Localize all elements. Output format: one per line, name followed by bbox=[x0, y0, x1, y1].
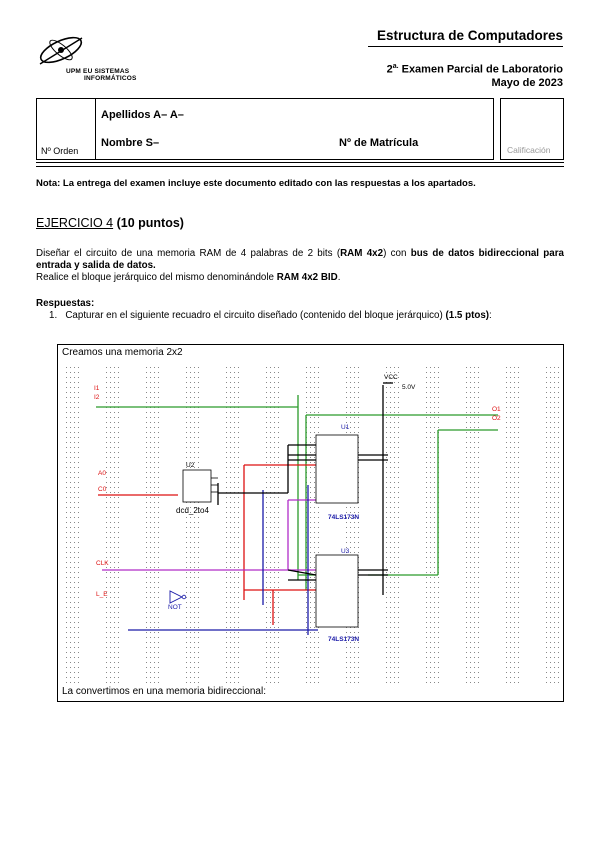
circuit-wires bbox=[96, 382, 498, 635]
label-a0: A0 bbox=[98, 470, 106, 477]
label-clk: CLK bbox=[96, 560, 109, 567]
respuesta-item-1: 1. Capturar en el siguiente recuadro el … bbox=[49, 310, 492, 321]
label-5v: 5.0V bbox=[402, 384, 416, 391]
label-u3: U3 bbox=[341, 548, 350, 555]
exam-ordinal-sup: a. bbox=[392, 63, 399, 70]
label-c0: C0 bbox=[98, 486, 107, 493]
logo-text: UPM EU SISTEMAS INFORMÁTICOS bbox=[66, 68, 137, 82]
exercise-points: (10 puntos) bbox=[113, 216, 184, 230]
exam-title: 2a. Examen Parcial de Laboratorio bbox=[387, 60, 563, 77]
respuestas-label: Respuestas: bbox=[36, 298, 95, 309]
capture-footer: La convertimos en una memoria bidireccio… bbox=[62, 686, 266, 697]
exercise-statement: Diseñar el circuito de una memoria RAM d… bbox=[36, 248, 564, 284]
capture-box[interactable]: I1 I2 A0 C0 CLK L_E VCC 5.0V O1 O2 U2 dc… bbox=[57, 344, 564, 702]
calificacion-label: Calificación bbox=[507, 145, 551, 155]
exam-ordinal: 2 bbox=[386, 63, 393, 76]
not-gate[interactable] bbox=[169, 590, 187, 604]
statement-text-3: Realice el bloque jerárquico del mismo d… bbox=[36, 272, 277, 283]
item1-number: 1. bbox=[49, 310, 58, 321]
label-o1: O1 bbox=[492, 406, 501, 413]
student-info-box: Apellidos A– A– Nombre S– Nº de Matrícul… bbox=[95, 98, 494, 160]
university-logo bbox=[39, 36, 83, 65]
statement-bold-1: RAM 4x2 bbox=[340, 248, 384, 259]
exercise-title: EJERCICIO 4 bbox=[36, 216, 114, 230]
label-chip1: 74LS173N bbox=[328, 514, 359, 521]
label-o2: O2 bbox=[492, 415, 501, 422]
label-u1: U1 bbox=[341, 424, 350, 431]
label-vcc: VCC bbox=[384, 374, 398, 381]
exercise-heading: EJERCICIO 4 (10 puntos) bbox=[36, 216, 184, 230]
statement-bold-3: RAM 4x2 BID bbox=[276, 272, 338, 283]
label-not: NOT bbox=[168, 604, 182, 611]
orden-box[interactable]: Nº Orden bbox=[36, 98, 96, 160]
exam-date: Mayo de 2023 bbox=[491, 76, 563, 89]
double-rule bbox=[36, 162, 564, 167]
statement-text-4: . bbox=[337, 272, 341, 283]
nota: Nota: La entrega del examen incluye este… bbox=[36, 178, 476, 189]
logo-text-line1: UPM EU SISTEMAS bbox=[66, 68, 130, 75]
apellidos-label[interactable]: Apellidos A– A– bbox=[101, 109, 184, 121]
course-title: Estructura de Computadores bbox=[376, 28, 563, 43]
label-dec: dcd_2to4 bbox=[176, 506, 209, 515]
orden-label: Nº Orden bbox=[41, 146, 79, 156]
calificacion-box[interactable]: Calificación bbox=[500, 98, 564, 160]
label-u2: U2 bbox=[186, 462, 195, 469]
statement-text-2: ) con bbox=[383, 248, 411, 259]
register-u1[interactable] bbox=[315, 434, 359, 504]
capture-title: Creamos una memoria 2x2 bbox=[62, 347, 183, 358]
label-i2: I2 bbox=[94, 394, 100, 401]
exam-info: 2a. Examen Parcial de Laboratorio Mayo d… bbox=[387, 60, 563, 90]
logo-text-line2: INFORMÁTICOS bbox=[84, 75, 137, 82]
header-divider bbox=[368, 46, 563, 47]
nombre-label[interactable]: Nombre S– bbox=[101, 137, 160, 149]
statement-text-1: Diseñar el circuito de una memoria RAM d… bbox=[36, 248, 341, 259]
exam-title-text: Examen Parcial de Laboratorio bbox=[398, 63, 563, 76]
register-u3[interactable] bbox=[315, 554, 359, 628]
label-i1: I1 bbox=[94, 385, 100, 392]
item1-text: Capturar en el siguiente recuadro el cir… bbox=[65, 310, 446, 321]
statement-bold-2: bus de datos bidireccional para entrada … bbox=[36, 248, 564, 271]
label-le: L_E bbox=[96, 591, 108, 598]
item1-points: (1.5 ptos) bbox=[445, 310, 490, 321]
item1-colon: : bbox=[489, 310, 492, 321]
matricula-label[interactable]: Nº de Matrícula bbox=[339, 137, 419, 149]
circuit-schematic: I1 I2 A0 C0 CLK L_E VCC 5.0V O1 O2 U2 dc… bbox=[66, 367, 559, 683]
label-chip2: 74LS173N bbox=[328, 636, 359, 643]
decoder-component[interactable] bbox=[182, 469, 218, 503]
